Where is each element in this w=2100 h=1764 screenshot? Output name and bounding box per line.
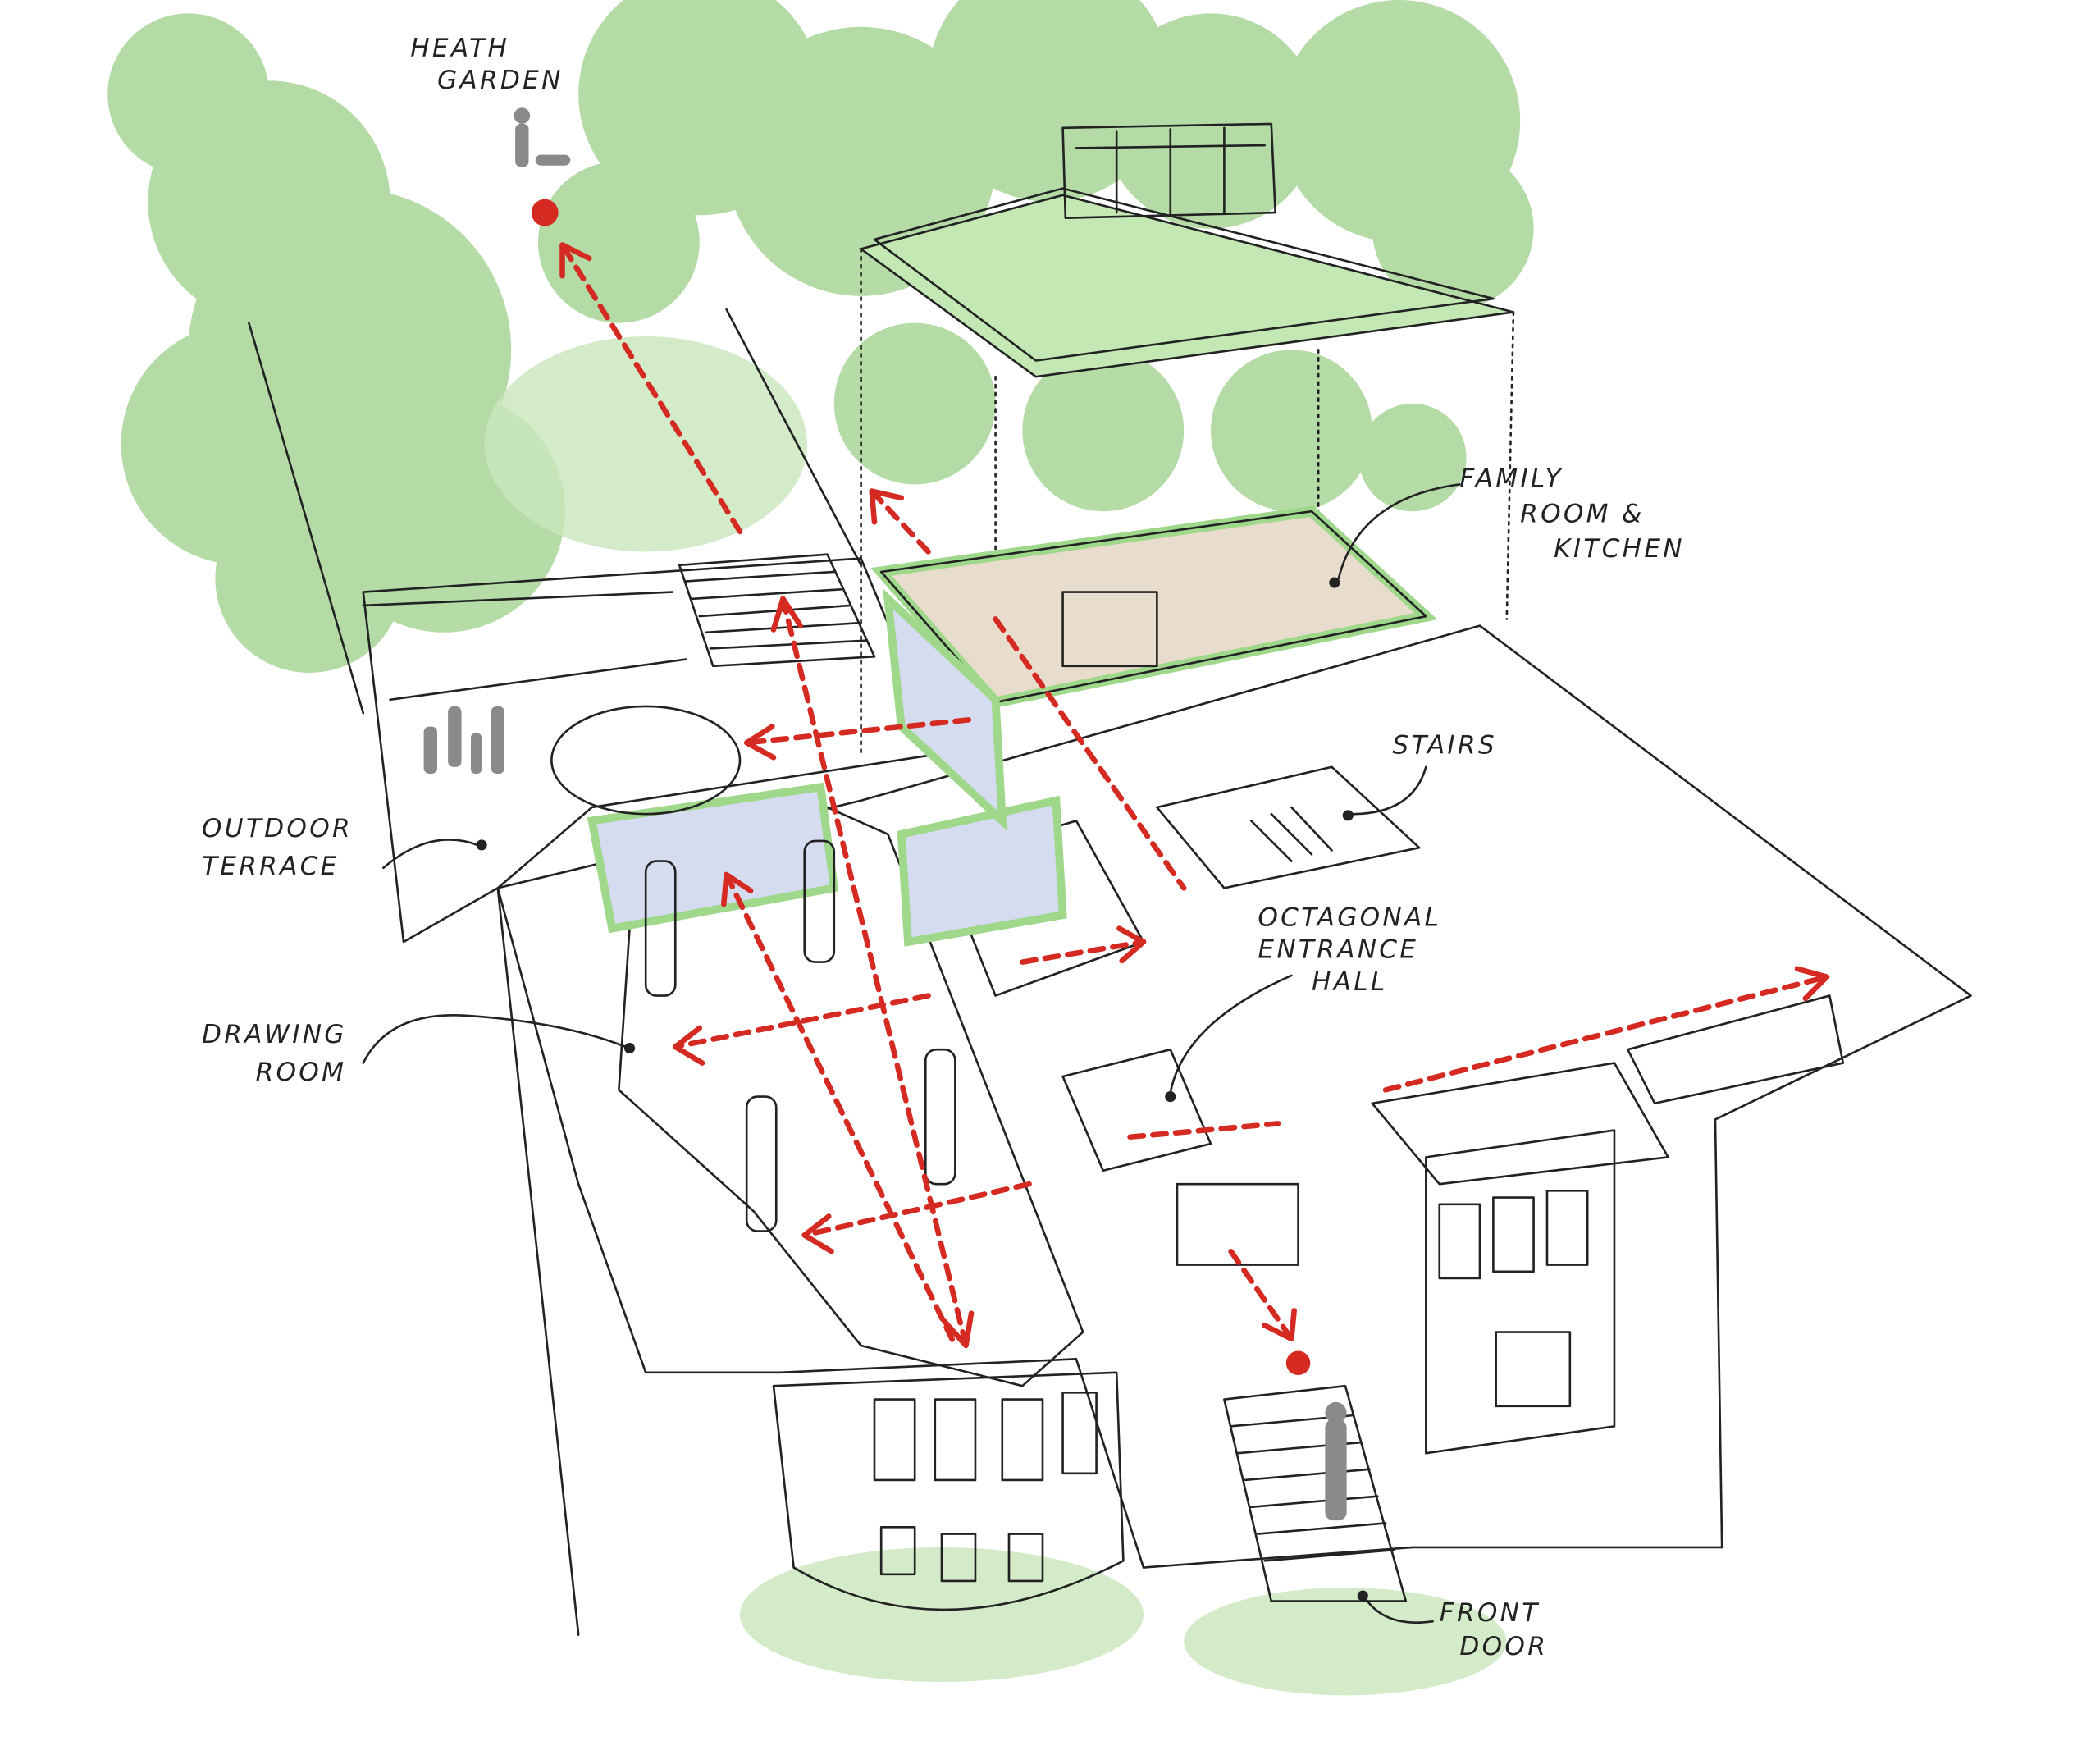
- stairs-well: [1156, 765, 1421, 889]
- label-outdoor-terrace: OUTDOOR TERRACE: [202, 814, 487, 881]
- svg-text:ENTRANCE: ENTRANCE: [1258, 935, 1418, 965]
- route-main-axis: [780, 596, 969, 1349]
- svg-text:TERRACE: TERRACE: [202, 852, 340, 881]
- circulation-routes: [531, 199, 1830, 1376]
- dining-table: [550, 705, 742, 816]
- svg-text:OCTAGONAL: OCTAGONAL: [1258, 903, 1441, 932]
- front-bay: [772, 1371, 1125, 1611]
- svg-text:GARDEN: GARDEN: [437, 66, 564, 95]
- svg-text:OUTDOOR: OUTDOOR: [202, 814, 353, 843]
- label-family-room: FAMILY ROOM & KITCHEN: [1329, 464, 1685, 588]
- family-room-floor: [881, 511, 1427, 703]
- svg-text:STAIRS: STAIRS: [1392, 730, 1497, 760]
- label-heath-garden: HEATH GARDEN: [410, 34, 564, 95]
- main-building-roof: [496, 624, 1972, 1569]
- label-front-door: FRONT DOOR: [1357, 1590, 1548, 1661]
- glazing: [587, 588, 1067, 947]
- terrace-steps: [678, 553, 876, 668]
- route-drawing-axis: [724, 871, 958, 1349]
- columns: [644, 839, 956, 1232]
- heath-garden-dot: [531, 199, 559, 226]
- label-stairs: STAIRS: [1342, 730, 1497, 821]
- front-door-route-dot: [1285, 1350, 1311, 1376]
- svg-text:DOOR: DOOR: [1459, 1632, 1548, 1661]
- drawing-room-floor: [618, 806, 1084, 1387]
- svg-text:DRAWING: DRAWING: [202, 1020, 347, 1049]
- front-stairs: [1223, 1384, 1408, 1602]
- svg-text:HALL: HALL: [1312, 967, 1388, 997]
- svg-text:FRONT: FRONT: [1440, 1598, 1541, 1628]
- svg-text:HEATH: HEATH: [410, 34, 509, 63]
- trees: [107, 0, 1534, 673]
- right-wing: [1425, 1129, 1616, 1455]
- label-entrance-hall: OCTAGONAL ENTRANCE HALL: [1165, 903, 1441, 1103]
- svg-text:ROOM &: ROOM &: [1520, 499, 1644, 528]
- ground-foliage: [484, 336, 1507, 1696]
- svg-text:FAMILY: FAMILY: [1459, 464, 1564, 494]
- label-drawing-room: DRAWING ROOM: [202, 1014, 636, 1087]
- svg-text:ROOM: ROOM: [256, 1058, 347, 1087]
- roof-pavilion: [858, 122, 1515, 755]
- entrance-door: [1176, 1182, 1299, 1266]
- people-figures: [423, 107, 571, 774]
- svg-text:KITCHEN: KITCHEN: [1554, 534, 1685, 564]
- route-to-heath-garden: [559, 242, 743, 535]
